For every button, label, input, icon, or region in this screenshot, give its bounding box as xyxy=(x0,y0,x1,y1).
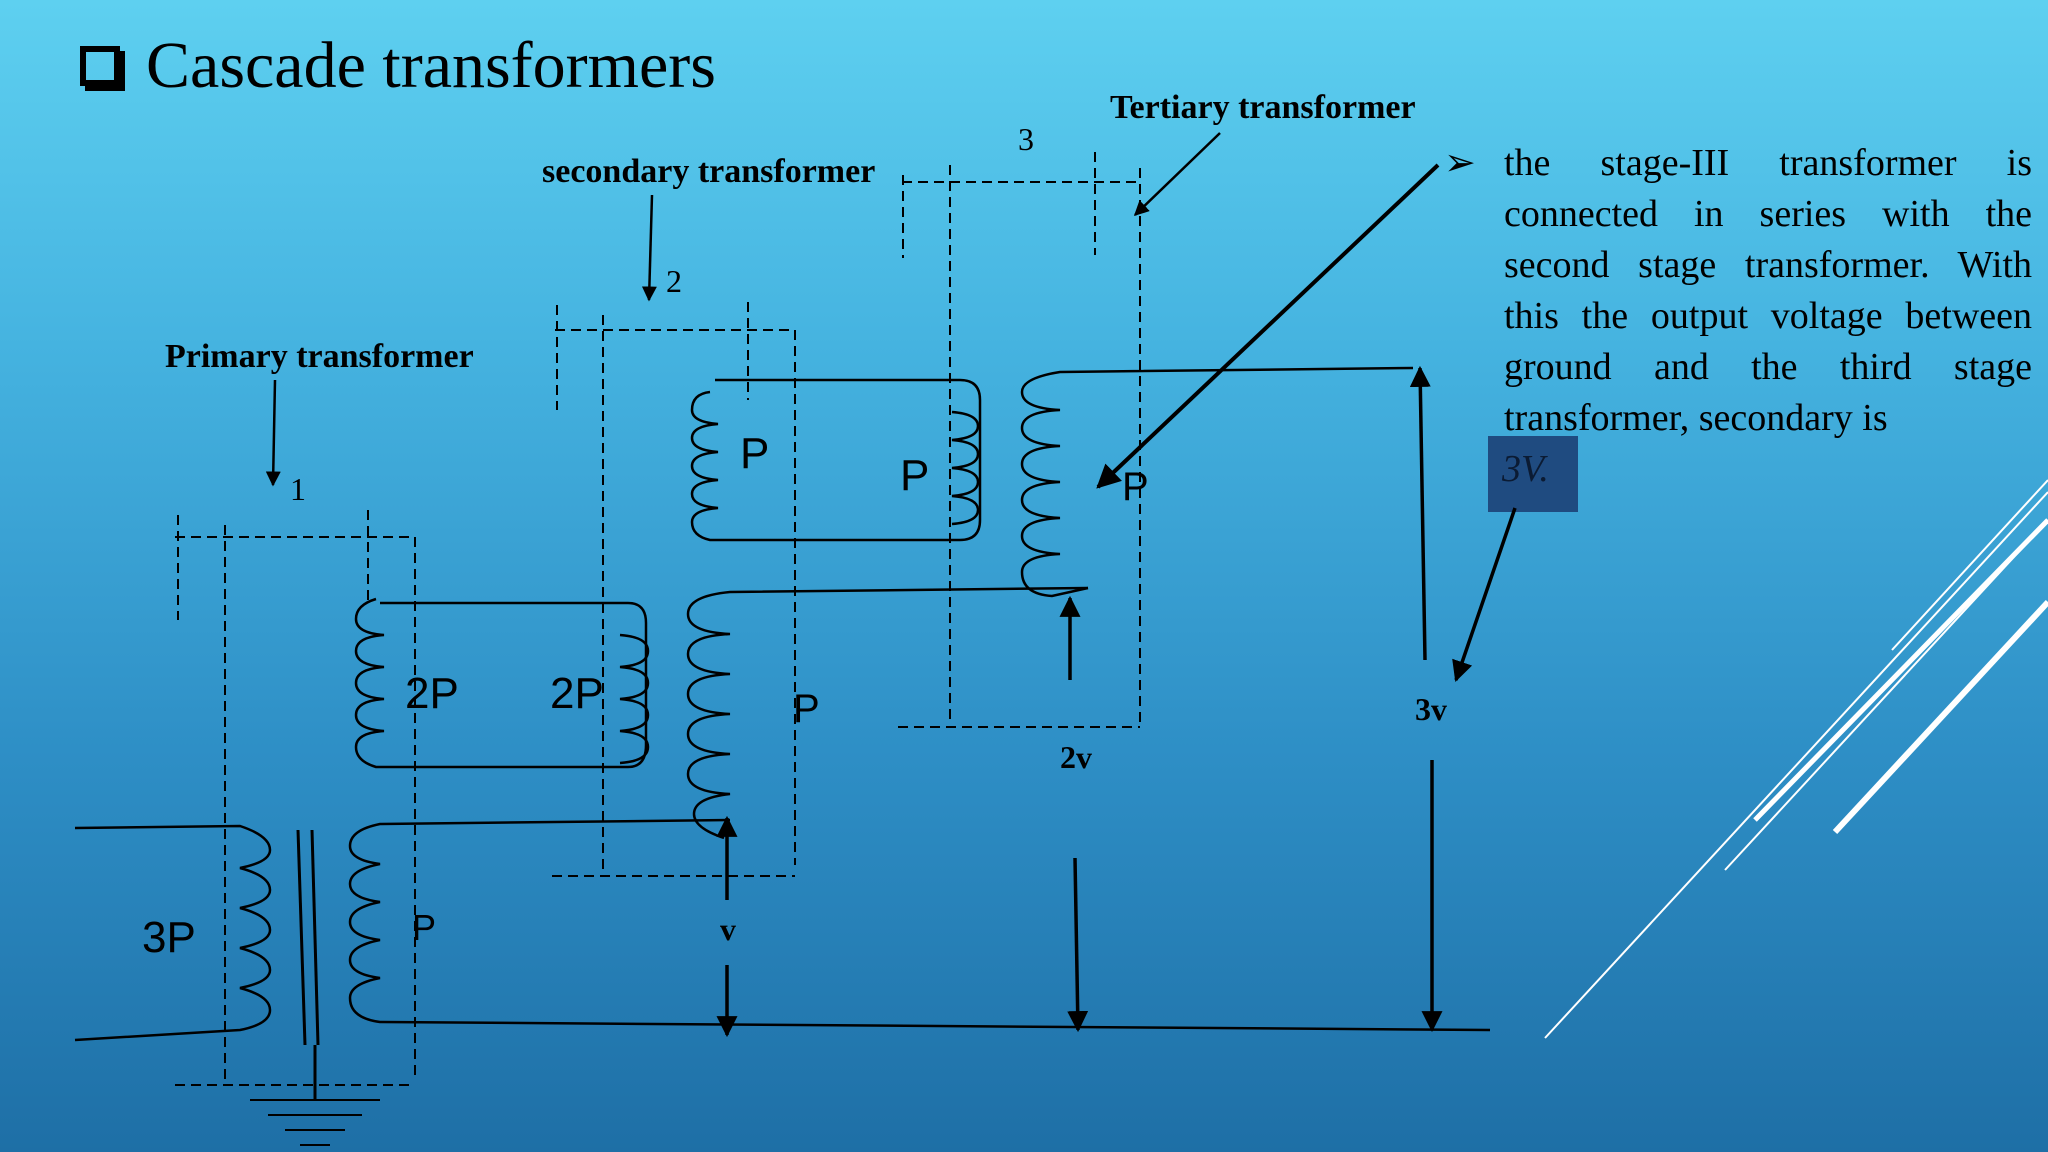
stage3-tank xyxy=(898,152,1141,728)
stage-number-3: 3 xyxy=(1018,121,1034,157)
voltage-label-2v: 2v xyxy=(1060,739,1092,775)
coil-stage2-loop xyxy=(690,378,982,542)
winding-label-stage1-p: P xyxy=(412,907,436,948)
stage-number-1: 1 xyxy=(290,471,306,507)
voltage-label-v: v xyxy=(720,911,736,947)
winding-label-stage2-sec: P xyxy=(793,687,820,731)
coil-stage2-right xyxy=(951,410,980,526)
highlighted-result: 3V. xyxy=(1488,436,1578,512)
winding-label-2p-right: 2P xyxy=(550,669,604,718)
coil-2p-right xyxy=(619,633,650,765)
label-primary-transformer: Primary transformer xyxy=(165,338,474,375)
decorative-lines xyxy=(1544,479,2048,1039)
stage1-tank xyxy=(175,510,416,1086)
description-paragraph: the stage-III transformer is connected i… xyxy=(1504,142,2032,439)
winding-label-stage2-pri: P xyxy=(740,429,769,478)
label-secondary-transformer: secondary transformer xyxy=(542,153,875,190)
label-tertiary-transformer: Tertiary transformer xyxy=(1110,89,1416,126)
coil-stage1-secondary xyxy=(348,818,1491,1032)
coil-stage3 xyxy=(1020,366,1414,598)
voltage-label-3v: 3v xyxy=(1415,691,1447,727)
slide-title-text: Cascade transformers xyxy=(146,29,716,102)
winding-label-2p-left: 2P xyxy=(405,669,459,718)
stage-number-2: 2 xyxy=(666,263,682,299)
coil-stage2-secondary xyxy=(686,586,1089,840)
checkbox-bullet-icon xyxy=(80,46,120,86)
arrow-bullet-icon: ➢ xyxy=(1444,142,1476,184)
winding-label-stage3-sec: P xyxy=(1122,465,1149,509)
winding-label-stage3-pri: P xyxy=(900,451,929,500)
coil-2p-left xyxy=(354,597,648,769)
stage2-tank xyxy=(552,302,796,877)
coil-3p xyxy=(74,824,272,1042)
slide-title: Cascade transformers xyxy=(80,28,716,104)
winding-label-3p: 3P xyxy=(142,913,196,962)
